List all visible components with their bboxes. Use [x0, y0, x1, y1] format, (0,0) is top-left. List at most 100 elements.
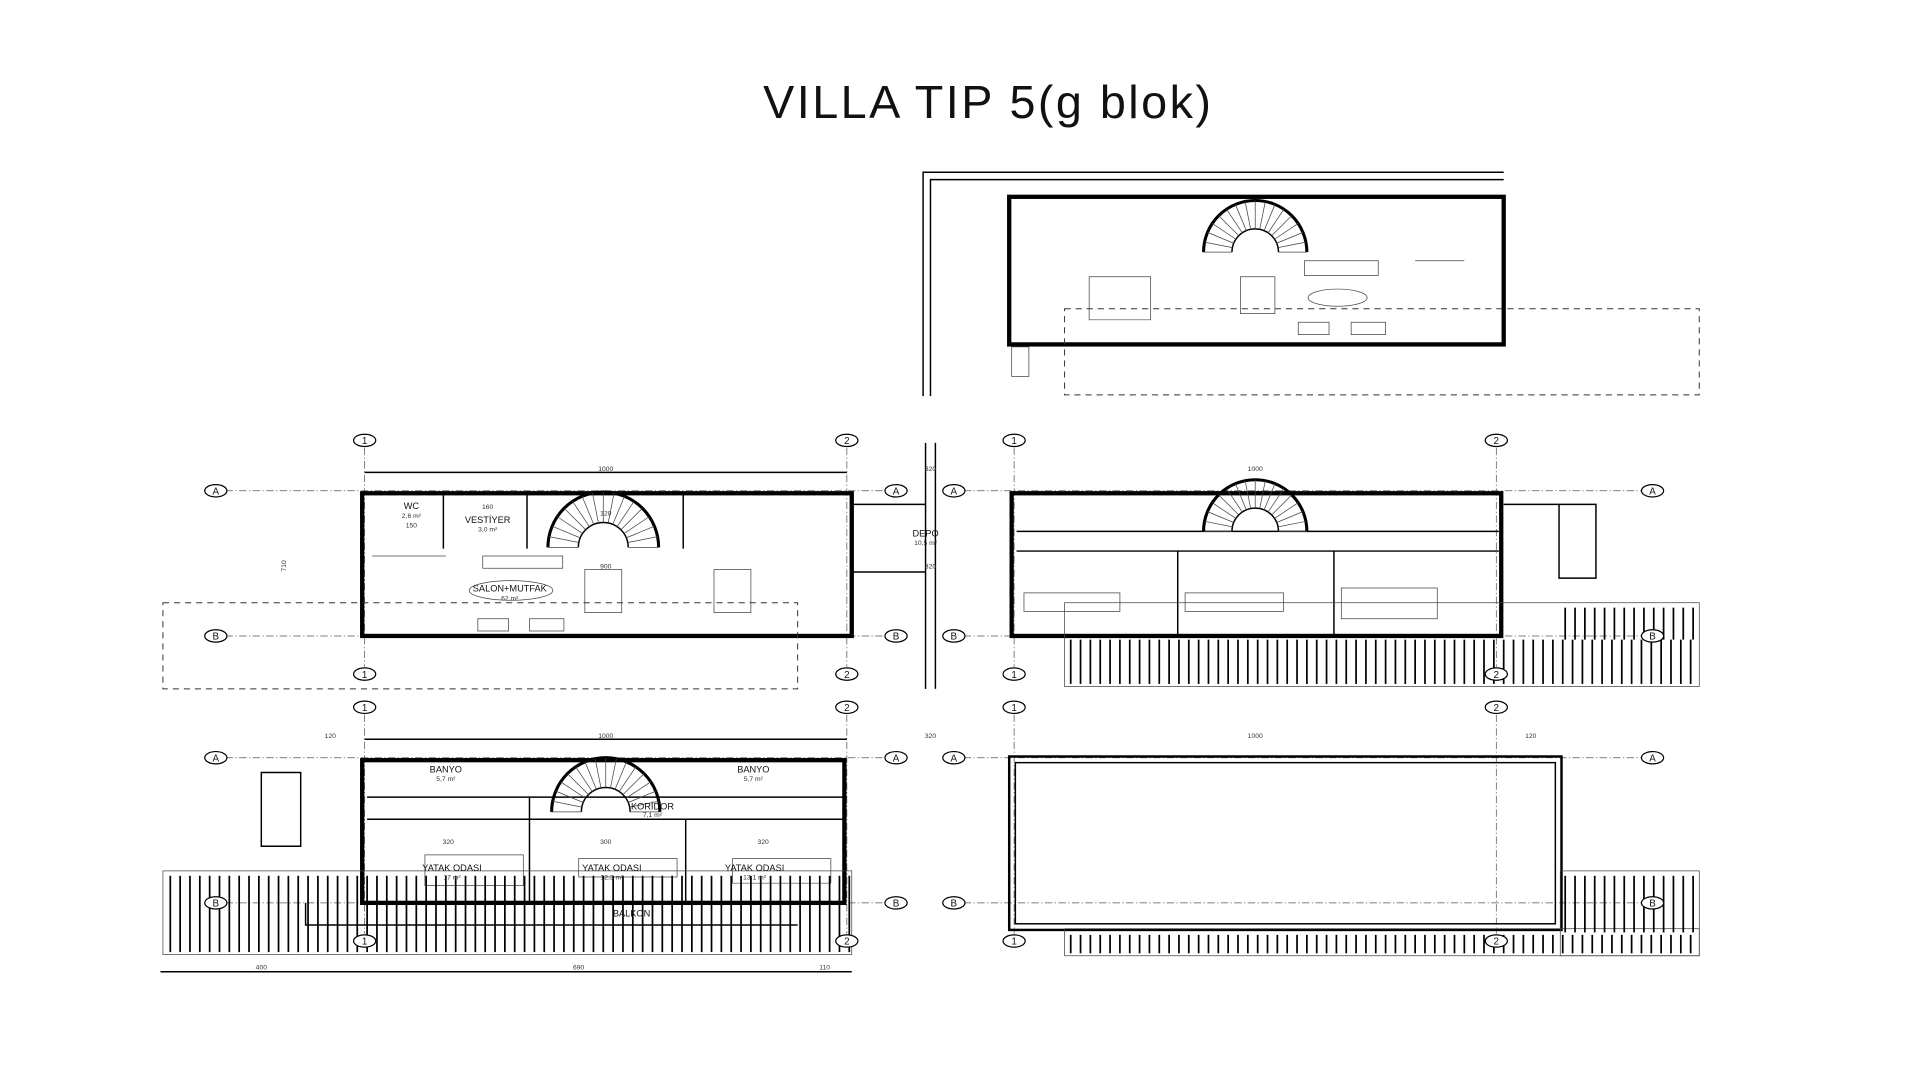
stair-tread	[581, 496, 595, 525]
dimension: 1000	[1248, 733, 1263, 740]
room-area: 2,6 m²	[402, 513, 422, 520]
grid-bubble	[1640, 484, 1665, 498]
stair-tread	[1271, 494, 1293, 516]
room-label: BANYO	[430, 764, 462, 774]
grid-bubble	[1484, 667, 1508, 681]
dimension: 690	[573, 964, 585, 971]
grid-bubble-label: B	[951, 632, 958, 643]
stair-tread	[1235, 204, 1247, 231]
dimension: 320	[925, 466, 937, 473]
grid-bubble	[942, 750, 966, 765]
grid-bubble	[204, 629, 228, 643]
stair-tread	[1226, 488, 1243, 513]
grid-bubble	[204, 484, 228, 498]
grid-bubble	[1002, 433, 1026, 448]
grid-bubble-label: A	[213, 486, 220, 497]
stair-tread	[1226, 209, 1243, 234]
grid-bubble	[884, 750, 908, 765]
grid-bubble-label: 1	[1011, 703, 1016, 714]
grid-bubble	[1484, 433, 1508, 448]
stair-tread	[1263, 204, 1276, 231]
upper-floor-plan: BANYO 5,7 m² BANYO 5,7 m² KORİDOR 7,1 m²…	[160, 714, 937, 973]
grid-bubble-label: A	[1649, 753, 1656, 764]
dimension: 160	[482, 504, 494, 511]
grid-bubble	[884, 896, 908, 910]
grid-bubble	[204, 896, 228, 910]
stair-inner-arc	[1231, 507, 1280, 532]
room-area: 7,1 m²	[643, 812, 663, 819]
room-area: 5,7 m²	[744, 776, 764, 783]
grid-bubble	[835, 934, 859, 948]
grid-bubble-label: A	[1649, 486, 1656, 497]
grid-bubble	[1002, 667, 1026, 681]
stair-tread	[552, 800, 582, 808]
grid-bubble	[1002, 700, 1026, 715]
grid-bubble-label: B	[893, 632, 900, 643]
stair-tread	[618, 766, 637, 792]
stair-tread	[1204, 241, 1233, 248]
stair-tread	[560, 781, 586, 799]
dimension: 710	[281, 560, 288, 572]
grid-bubble-label: 2	[1494, 670, 1499, 681]
room-label: BALKON	[613, 908, 650, 918]
roof-plan: 1000 120	[963, 714, 1700, 957]
dimension: 320	[925, 563, 937, 570]
stair-tread	[1235, 483, 1247, 511]
stair-tread	[629, 800, 659, 808]
stair-tread	[555, 790, 584, 803]
dimension: 400	[256, 964, 268, 971]
stair-tread	[1244, 201, 1252, 230]
stair-tread	[1274, 223, 1299, 240]
grid-bubble-label: B	[1649, 899, 1656, 910]
grid-bubble	[884, 629, 908, 643]
grid-bubble-label: B	[1649, 632, 1656, 643]
grid-bubble	[835, 667, 859, 681]
dimension: 320	[758, 839, 770, 846]
grid-bubble	[352, 433, 377, 448]
stair-tread	[607, 493, 615, 524]
grid-bubble-label: 2	[844, 436, 849, 447]
stair-tread	[572, 501, 590, 527]
stair-tread	[620, 507, 643, 531]
stair-tread	[1267, 209, 1285, 234]
stair-tread	[567, 773, 589, 795]
dimension: 320	[925, 733, 937, 740]
room-label: BANYO	[737, 764, 769, 774]
grid-bubble	[835, 433, 859, 448]
room-area: 13,1 m²	[743, 874, 767, 881]
grid-bubble-label: A	[893, 486, 900, 497]
grid-bubble	[352, 934, 377, 948]
stair-tread	[614, 761, 627, 790]
stair-tread	[628, 790, 656, 803]
stair-inner-arc	[1231, 228, 1280, 253]
room-area: 62 m²	[501, 595, 519, 602]
grid-bubble-label: 1	[1011, 670, 1016, 681]
first-floor-plan: 1000	[963, 447, 1700, 687]
drawing-title: VILLA TIP 5(g blok)	[763, 76, 1213, 128]
ground-floor-plan: WC 2,6 m² 150 160 VESTİYER 3,0 m² SALON+…	[162, 442, 939, 690]
stair-tread	[1218, 494, 1240, 516]
grid-bubble	[204, 750, 228, 765]
grid-bubble	[352, 667, 377, 681]
grid-bubble-label: A	[951, 486, 958, 497]
dimension: 120	[325, 733, 337, 740]
grid-bubble-label: 1	[362, 937, 367, 948]
stair-tread	[1271, 215, 1293, 236]
grid-bubble	[835, 700, 859, 715]
stair-tread	[625, 781, 651, 799]
grid-bubble	[942, 896, 966, 910]
dimension: 300	[600, 839, 612, 846]
stair-tread	[1259, 480, 1266, 509]
grid-bubble-label: B	[213, 632, 220, 643]
stair-tread	[1276, 511, 1304, 523]
grid-bubble-label: A	[213, 753, 220, 764]
stair-tread	[1218, 215, 1240, 236]
grid-bubble-label: 2	[844, 703, 849, 714]
dimension: 900	[600, 563, 612, 570]
room-label: SALON+MUTFAK	[473, 584, 548, 594]
stair-tread	[1263, 483, 1276, 511]
grid-bubble-label: 1	[362, 703, 367, 714]
grid-bubble	[942, 629, 966, 643]
room-label: KORİDOR	[631, 801, 674, 811]
room-label: WC	[404, 501, 420, 511]
